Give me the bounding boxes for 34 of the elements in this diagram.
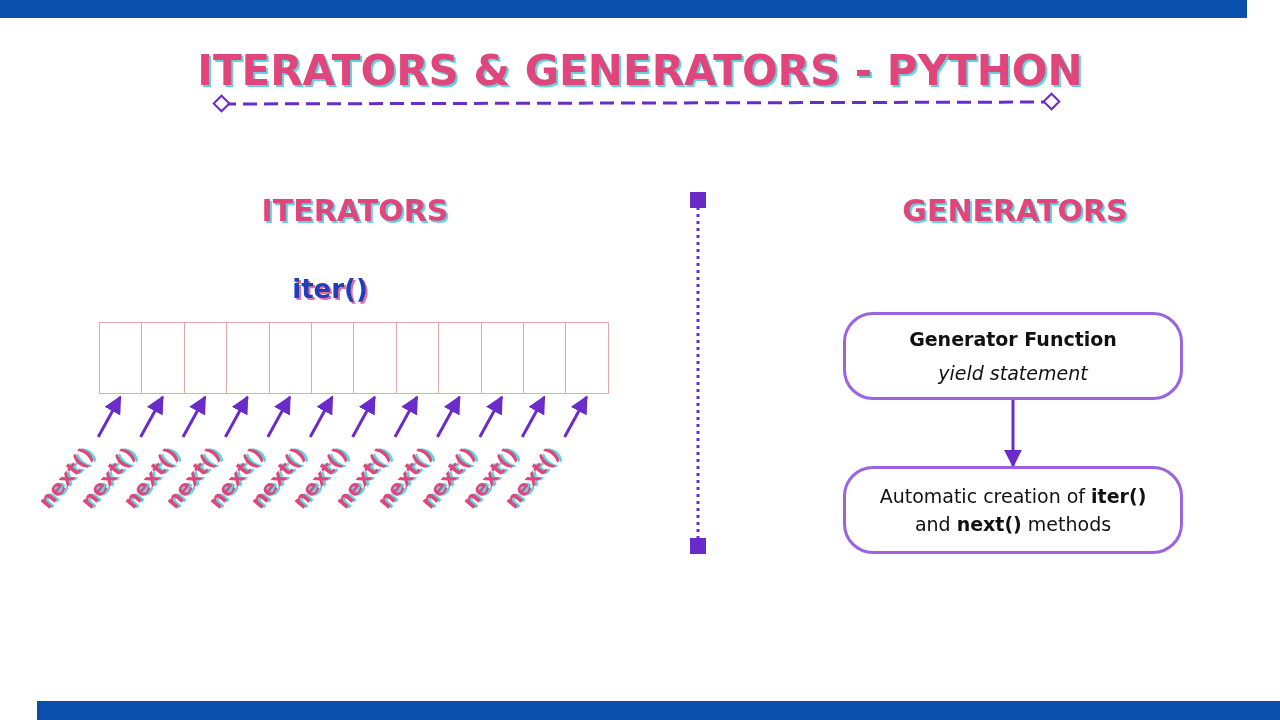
section-heading: ITERATORS — [260, 193, 450, 228]
letter-cell — [523, 322, 567, 394]
letter-cell — [480, 322, 524, 394]
method-label: iter() — [291, 274, 369, 304]
letter-cell — [311, 322, 355, 394]
arrow — [139, 395, 164, 438]
section-heading: GENERATORS — [901, 193, 1129, 228]
arrow — [96, 395, 122, 438]
letter-cell — [183, 322, 228, 394]
letter-cell — [395, 322, 440, 394]
box-text: Automatic creation of iter() and next() methods — [878, 483, 1148, 537]
letter-cell — [141, 322, 185, 394]
arrow — [181, 395, 207, 438]
box-heading: Generator Function — [908, 326, 1118, 352]
arrow — [520, 395, 546, 438]
process-box — [843, 312, 1183, 400]
arrow — [478, 395, 504, 438]
arrow — [563, 395, 588, 438]
letter-cell — [565, 322, 609, 394]
box-text: yield statement — [937, 361, 1090, 386]
arrow — [224, 395, 249, 438]
arrow — [308, 395, 334, 438]
arrow — [1004, 400, 1022, 468]
title: ITERATORS & GENERATORS - PYTHON — [196, 46, 1084, 95]
letter-cell — [353, 322, 397, 394]
process-box — [843, 466, 1183, 554]
letter-cell — [99, 322, 143, 394]
arrow — [436, 395, 461, 438]
arrow — [393, 395, 419, 438]
letter-cell — [438, 322, 482, 394]
arrow — [266, 395, 292, 438]
letter-cell — [268, 322, 312, 394]
letter-cell — [226, 322, 270, 394]
arrow — [351, 395, 376, 438]
